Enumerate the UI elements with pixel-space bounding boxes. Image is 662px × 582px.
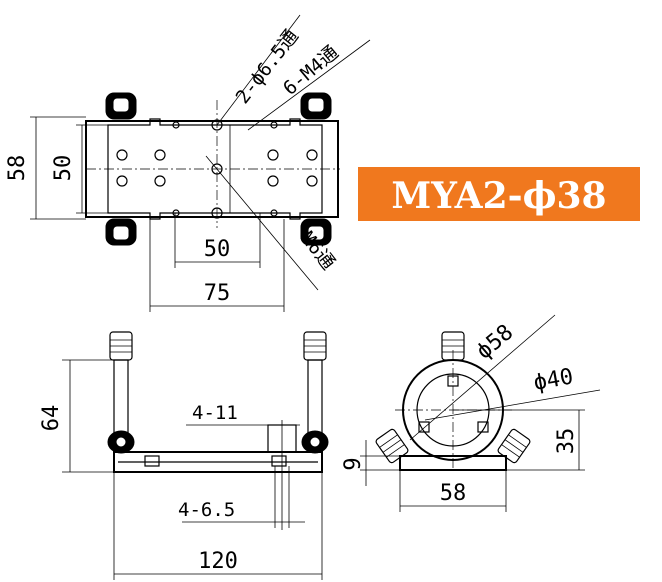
side-screw-right [497, 428, 531, 464]
side-top-screw [441, 331, 465, 361]
front-top-screw-right [303, 331, 327, 361]
title-background [358, 167, 640, 221]
side-view: ϕ58 ϕ40 35 9 58 [341, 314, 601, 512]
dim-side-center-height: 35 [554, 428, 579, 455]
note-slots-65: 4-6.5 [178, 499, 235, 521]
side-base [399, 455, 507, 471]
dim-front-length: 120 [198, 549, 238, 574]
product-title: MYA2-ϕ38 [391, 175, 606, 217]
top-inner-plate [107, 118, 323, 220]
front-base [113, 451, 323, 473]
dim-top-width-inner: 50 [204, 237, 231, 262]
front-bottom-knob-left [107, 430, 135, 454]
post-right [307, 359, 323, 441]
dim-side-inner-dia: ϕ40 [532, 364, 575, 396]
knob-top-right [300, 92, 332, 120]
dim-top-height-inner: 50 [51, 155, 76, 182]
note-slots-11: 4-11 [192, 402, 238, 424]
knob-bottom-right [300, 218, 332, 246]
dim-side-outer-dia: ϕ58 [472, 320, 519, 365]
dim-side-base-width: 58 [440, 481, 467, 506]
front-bottom-knob-right [301, 430, 329, 454]
front-view: 4-11 4-6.5 64 120 [39, 331, 329, 580]
knob-bottom-left [105, 218, 137, 246]
post-left [113, 359, 129, 441]
dim-top-height-outer: 58 [5, 155, 30, 182]
dim-top-width-outer: 75 [204, 281, 231, 306]
knob-top-left [105, 92, 137, 120]
dim-side-base-height: 9 [341, 457, 366, 470]
front-top-screw-left [109, 331, 133, 361]
top-holes [116, 119, 318, 219]
top-view: 58 50 50 75 2-ϕ6.5通 6-M4通 M6通 [5, 14, 371, 312]
side-screw-left [375, 428, 409, 464]
title-badge: MYA2-ϕ38 [358, 167, 640, 221]
dim-front-height: 64 [39, 405, 64, 432]
